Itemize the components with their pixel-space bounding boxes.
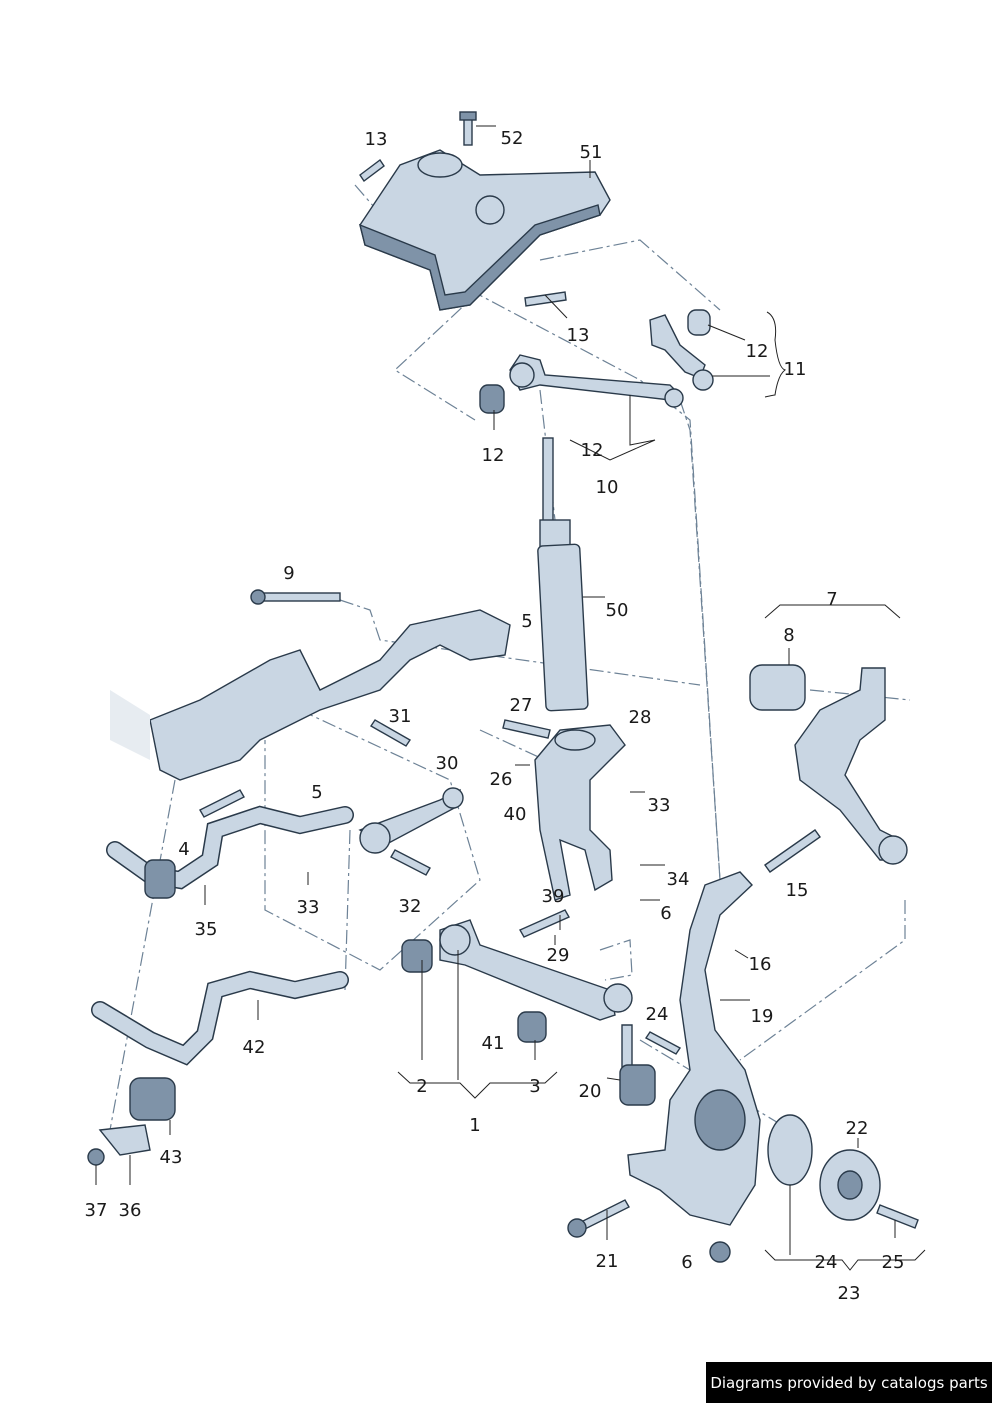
- part-label: 9: [283, 563, 295, 584]
- part-label: 8: [783, 625, 795, 646]
- part-label: 5: [521, 611, 533, 632]
- control-arm-7: [749, 664, 908, 865]
- part-label: 5: [311, 782, 323, 803]
- part-label: 7: [826, 589, 838, 610]
- upper-control-arms: [479, 309, 714, 414]
- part-label: 6: [660, 903, 672, 924]
- part-label: 33: [296, 897, 320, 918]
- part-label: 19: [750, 1006, 774, 1027]
- bracket-26: [534, 724, 626, 901]
- subframe: [110, 609, 511, 781]
- shock-absorber-50: [537, 437, 589, 712]
- part-label: 31: [388, 706, 412, 727]
- part-label: 2: [416, 1076, 428, 1097]
- leader-lines: [95, 125, 926, 1271]
- part-label: 22: [845, 1118, 869, 1139]
- part-label: 24: [814, 1252, 838, 1273]
- attribution-caption: Diagrams provided by catalogs parts: [706, 1362, 992, 1403]
- part-label: 23: [837, 1283, 861, 1304]
- part-label: 33: [647, 795, 671, 816]
- bolts: [199, 111, 919, 1238]
- part-label: 35: [194, 919, 218, 940]
- part-label: 13: [566, 325, 590, 346]
- part-label: 37: [84, 1200, 108, 1221]
- part-label: 3: [529, 1076, 541, 1097]
- part-label: 51: [579, 142, 603, 163]
- part-label: 28: [628, 707, 652, 728]
- part-label: 43: [159, 1147, 183, 1168]
- part-label: 1: [469, 1115, 481, 1136]
- part-label: 12: [481, 445, 505, 466]
- part-label: 32: [398, 896, 422, 917]
- strut-mount-51: [358, 149, 611, 311]
- stabilizer-bars: [87, 805, 354, 1166]
- part-label: 40: [503, 804, 527, 825]
- part-label: 52: [500, 128, 524, 149]
- part-label: 13: [364, 129, 388, 150]
- part-label: 39: [541, 886, 565, 907]
- part-label: 4: [178, 839, 190, 860]
- part-label: 12: [745, 341, 769, 362]
- part-label: 12: [580, 440, 604, 461]
- part-label: 21: [595, 1251, 619, 1272]
- part-label: 11: [783, 359, 807, 380]
- part-label: 34: [666, 869, 690, 890]
- lower-arms: [358, 787, 656, 1106]
- part-label: 30: [435, 753, 459, 774]
- part-label: 24: [645, 1004, 669, 1025]
- part-label: 25: [881, 1252, 905, 1273]
- part-label: 20: [578, 1081, 602, 1102]
- part-label: 15: [785, 880, 809, 901]
- part-label: 41: [481, 1033, 505, 1054]
- wheel-hub: [709, 1114, 881, 1263]
- part-label: 26: [489, 769, 513, 790]
- part-label: 36: [118, 1200, 142, 1221]
- part-label: 29: [546, 945, 570, 966]
- part-label: 42: [242, 1037, 266, 1058]
- part-label: 27: [509, 695, 533, 716]
- part-label: 50: [605, 600, 629, 621]
- part-label: 10: [595, 477, 619, 498]
- steering-knuckle-19: [627, 871, 761, 1226]
- part-label: 6: [681, 1252, 693, 1273]
- part-label: 16: [748, 954, 772, 975]
